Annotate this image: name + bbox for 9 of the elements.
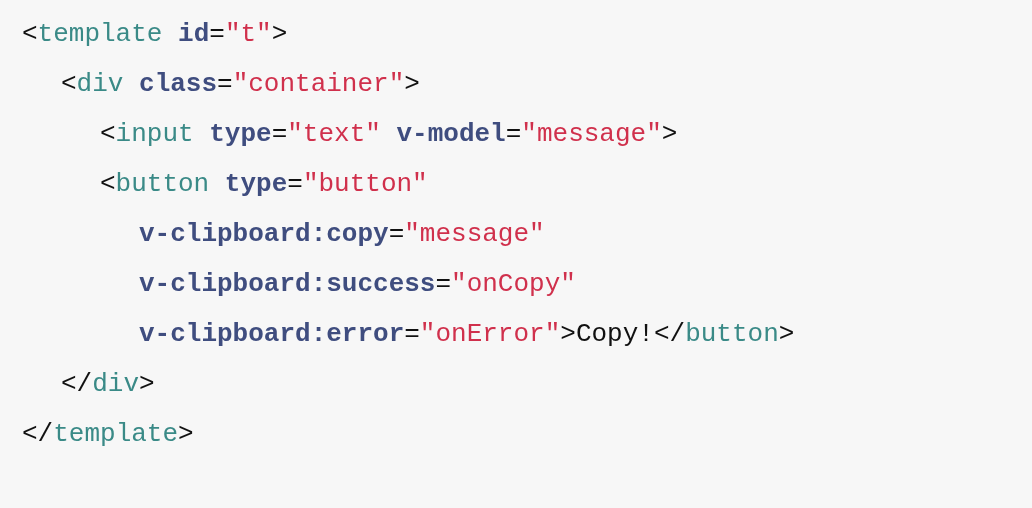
code-line: v-clipboard:error="onError">Copy!</button>	[139, 318, 795, 350]
code-line: v-clipboard:copy="message"	[139, 218, 545, 250]
code-line: </div>	[61, 368, 155, 400]
code-line: <div class="container">	[61, 68, 420, 100]
code-line: <button type="button"	[100, 168, 428, 200]
code-line: <input type="text" v-model="message">	[100, 118, 678, 150]
code-line: <template id="t">	[22, 18, 288, 50]
code-line: v-clipboard:success="onCopy"	[139, 268, 576, 300]
code-line: </template>	[22, 418, 194, 450]
